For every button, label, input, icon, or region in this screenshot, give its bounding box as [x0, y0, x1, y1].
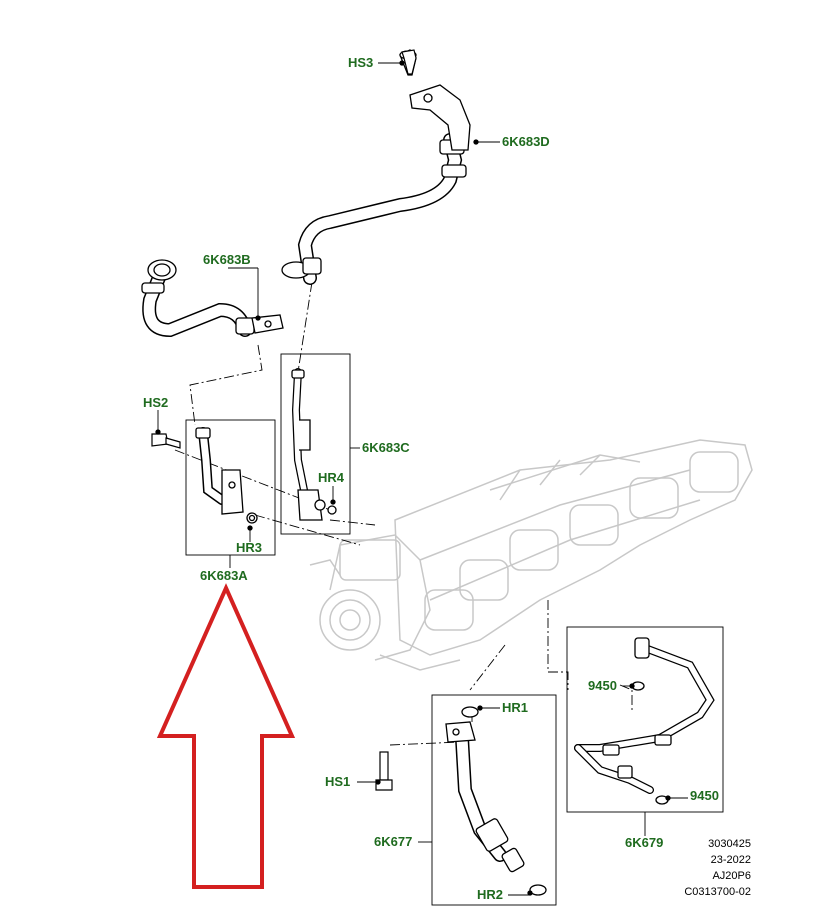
label-hr2: HR2	[477, 887, 504, 902]
label-leaders	[155, 60, 688, 896]
box-6k683c	[280, 353, 351, 535]
label-hr4: HR4	[318, 470, 345, 485]
dash-dot-connectors	[174, 281, 633, 746]
label-hs3: HS3	[348, 55, 374, 70]
hs1-bolt-icon	[375, 751, 393, 791]
label-6k683d: 6K683D	[502, 134, 550, 149]
pipe-6k677	[445, 706, 547, 896]
connector-6k683a	[195, 427, 258, 524]
label-6k683b: 6K683B	[203, 252, 251, 267]
box-6k683a	[185, 419, 276, 556]
label-6k683a: 6K683A	[200, 568, 248, 583]
box-6k677	[431, 694, 557, 906]
meta-line-3: AJ20P6	[712, 870, 751, 882]
hs2-bolt-icon	[151, 433, 181, 449]
meta-line-2: 23-2022	[710, 854, 751, 866]
highlight-arrow	[156, 583, 296, 889]
exhaust-manifold-background	[394, 439, 753, 656]
turbocharger-background	[309, 534, 461, 671]
label-9450-bottom: 9450	[690, 788, 719, 803]
label-hs2: HS2	[143, 395, 169, 410]
label-hr1: HR1	[502, 700, 529, 715]
label-hs1: HS1	[325, 774, 351, 789]
meta-line-4: C0313700-02	[684, 886, 751, 898]
label-hr3: HR3	[236, 540, 263, 555]
pipe-6k679	[574, 637, 715, 805]
label-6k677: 6K677	[374, 834, 413, 849]
meta-line-1: 3030425	[708, 838, 751, 850]
label-6k679: 6K679	[625, 835, 664, 850]
hose-6k683b	[141, 259, 284, 338]
hose-6k683d	[281, 49, 471, 285]
hs3-bolt-icon	[401, 49, 417, 75]
label-6k683c: 6K683C	[362, 440, 410, 455]
pipe-6k683c	[291, 368, 337, 521]
label-9450-top: 9450	[588, 678, 617, 693]
